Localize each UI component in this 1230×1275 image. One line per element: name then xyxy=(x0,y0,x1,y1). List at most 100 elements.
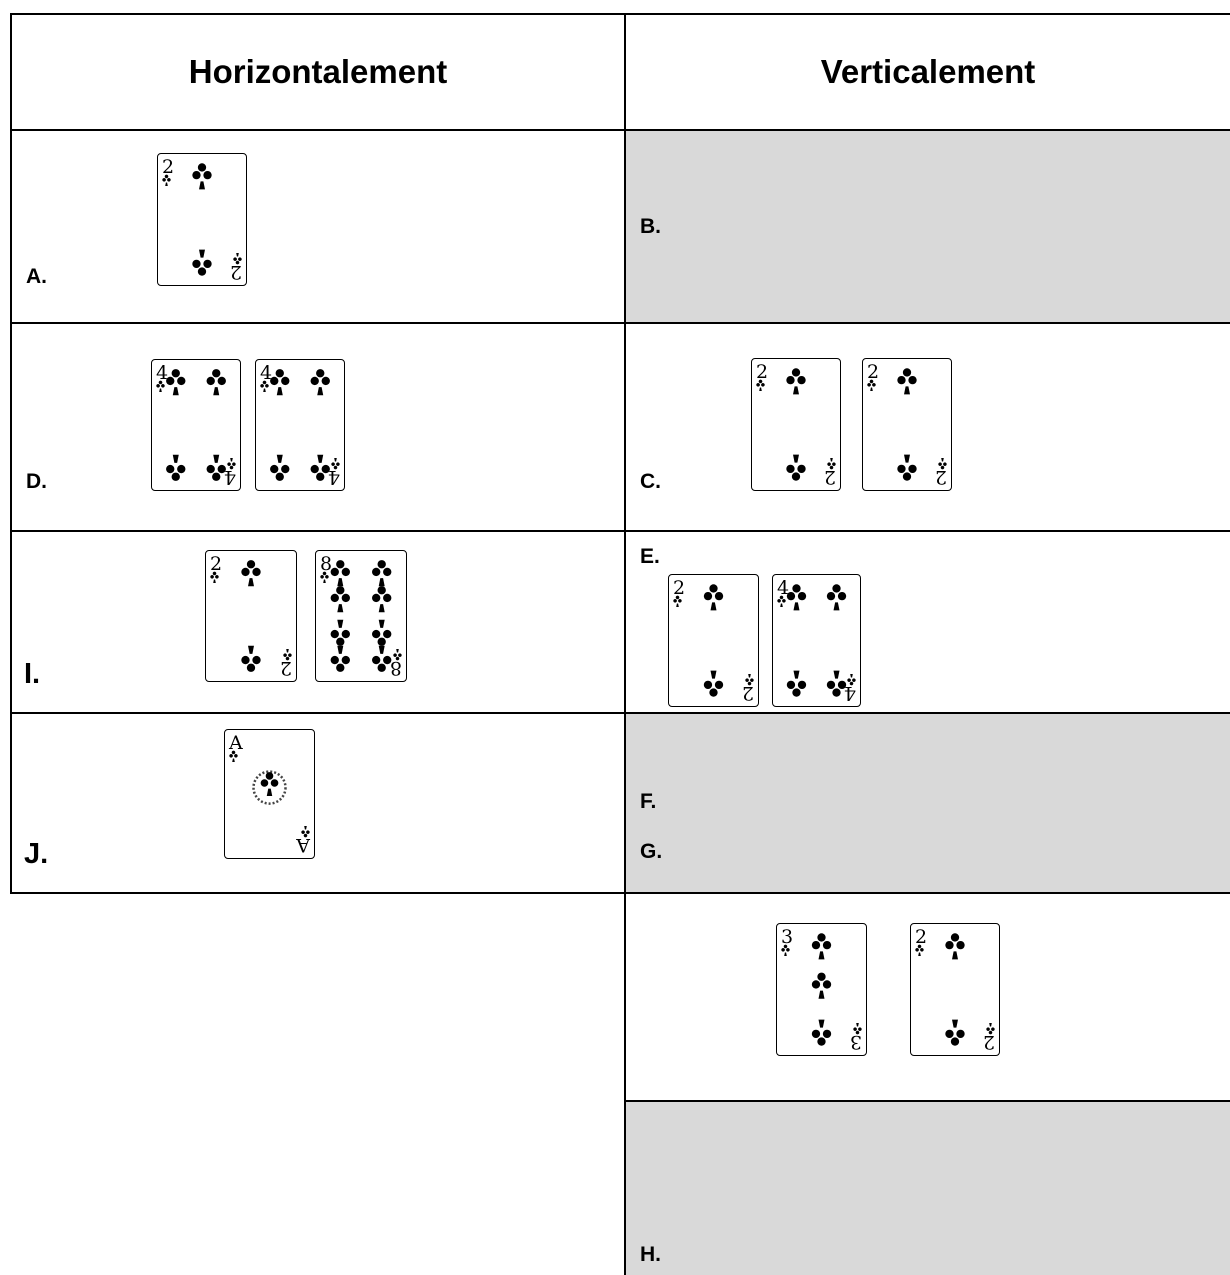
club-corner-icon xyxy=(673,595,682,607)
table-border-left xyxy=(10,13,12,894)
club-corner-icon xyxy=(210,571,219,583)
cell-b xyxy=(626,130,1230,323)
club-corner-icon xyxy=(853,1023,862,1035)
club-icon xyxy=(811,1019,832,1046)
card-rank-rotated: 2 xyxy=(742,682,754,704)
card-rank-rotated: 3 xyxy=(850,1031,862,1053)
club-icon xyxy=(270,369,290,396)
card-rank-rotated: 2 xyxy=(280,657,292,679)
table-divider-center xyxy=(624,13,626,1275)
club-corner-icon xyxy=(393,649,402,661)
club-corner-icon xyxy=(847,674,856,686)
label-f: F. xyxy=(640,790,657,813)
row-line-1 xyxy=(10,129,1230,131)
club-corner-icon xyxy=(915,944,924,956)
club-corner-icon xyxy=(260,380,269,392)
header-horizontalement: Horizontalement xyxy=(188,53,448,90)
club-icon xyxy=(945,933,965,960)
card-rank: 8 xyxy=(320,553,332,575)
card-rank: 4 xyxy=(156,362,168,384)
club-icon xyxy=(372,645,392,672)
club-corner-icon xyxy=(867,379,876,391)
club-icon xyxy=(241,560,261,587)
card-rank-rotated: 4 xyxy=(844,682,856,704)
club-icon xyxy=(826,584,847,611)
club-icon xyxy=(330,560,350,587)
table-border-top xyxy=(10,13,1230,15)
card-rank-rotated: 4 xyxy=(224,466,236,488)
club-icon xyxy=(330,619,350,646)
club-icon xyxy=(372,586,392,613)
club-icon xyxy=(166,454,186,481)
label-e: E. xyxy=(640,545,660,568)
club-icon xyxy=(703,584,724,611)
label-j: J. xyxy=(24,838,49,870)
club-icon xyxy=(270,454,290,481)
label-h: H. xyxy=(640,1243,661,1266)
row-line-2 xyxy=(10,322,1230,324)
club-corner-icon xyxy=(233,253,242,265)
club-corner-icon xyxy=(827,458,836,470)
club-icon xyxy=(897,368,917,395)
club-corner-icon xyxy=(156,380,165,392)
club-icon xyxy=(330,645,350,672)
card-rank: 2 xyxy=(867,361,879,383)
club-icon xyxy=(206,369,226,396)
card-rank-rotated: 2 xyxy=(230,261,242,283)
label-a: A. xyxy=(26,265,47,288)
club-icon xyxy=(826,670,847,697)
card-rank-rotated: 2 xyxy=(824,466,836,488)
cell-h xyxy=(626,1101,1230,1275)
club-corner-icon xyxy=(283,649,292,661)
card-rank-rotated: A xyxy=(296,834,311,856)
card-rank: 2 xyxy=(210,553,222,575)
club-corner-icon xyxy=(777,595,786,607)
row-line-4 xyxy=(10,712,1230,714)
club-corner-icon xyxy=(227,458,236,470)
club-icon xyxy=(811,972,832,999)
club-icon xyxy=(786,454,806,481)
header-verticalement: Verticalement xyxy=(820,53,1036,90)
club-corner-icon xyxy=(756,379,765,391)
club-icon xyxy=(166,369,186,396)
card-rank-rotated: 2 xyxy=(935,466,947,488)
row-line-5 xyxy=(10,892,1230,894)
club-icon xyxy=(372,560,392,587)
club-icon xyxy=(241,645,261,672)
club-icon xyxy=(811,933,832,960)
card-rank-rotated: 8 xyxy=(390,657,402,679)
card-rank: 2 xyxy=(756,361,768,383)
label-d: D. xyxy=(26,470,47,493)
card-rank: 2 xyxy=(915,926,927,948)
club-icon xyxy=(897,454,917,481)
label-b: B. xyxy=(640,215,661,238)
club-icon xyxy=(330,586,350,613)
label-i: I. xyxy=(24,658,41,690)
label-c: C. xyxy=(640,470,661,493)
club-icon xyxy=(310,369,330,396)
card-rank: 4 xyxy=(777,577,789,599)
club-icon xyxy=(310,454,330,481)
club-corner-icon xyxy=(938,458,947,470)
club-corner-icon xyxy=(162,174,171,186)
club-icon xyxy=(786,368,806,395)
club-icon xyxy=(945,1019,965,1046)
card-rank: 2 xyxy=(673,577,685,599)
club-corner-icon xyxy=(986,1023,995,1035)
card-rank-rotated: 2 xyxy=(983,1031,995,1053)
row-line-6 xyxy=(626,1100,1230,1102)
club-icon xyxy=(372,619,392,646)
club-corner-icon xyxy=(745,674,754,686)
row-line-3 xyxy=(10,530,1230,532)
card-rank-rotated: 4 xyxy=(328,466,340,488)
cell-f xyxy=(626,713,1230,893)
